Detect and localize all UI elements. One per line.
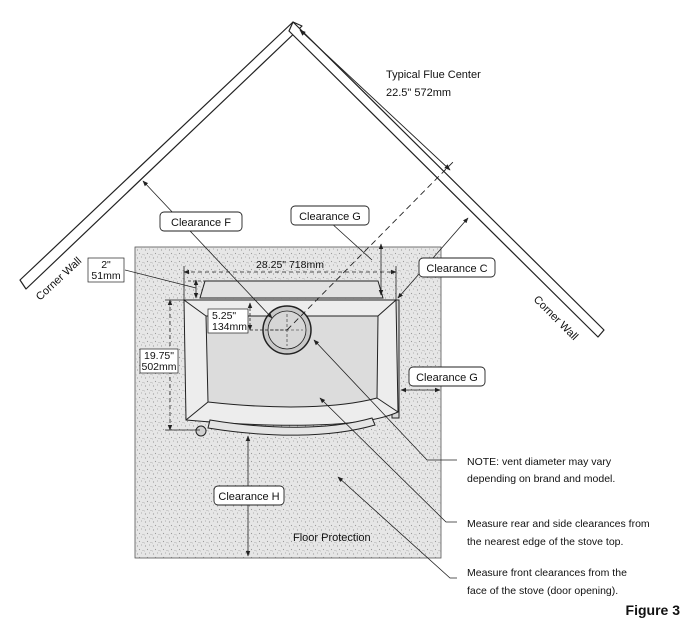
corner-wall-left-shape (19, 21, 303, 290)
flue-center-dim (299, 29, 451, 171)
clearance-g-right-box (408, 366, 486, 387)
stove-top-inner (205, 315, 379, 408)
dim-2-mm: 51mm (91, 270, 120, 282)
note-rear-line2: the nearest edge of the stove top. (467, 536, 623, 548)
figure-label: Figure 3 (626, 602, 681, 618)
note-rear-line1: Measure rear and side clearances from (467, 518, 650, 530)
dim-1975-in: 19.75" (144, 350, 174, 362)
note-vent-line1: NOTE: vent diameter may vary (467, 456, 612, 468)
stove-leg (195, 425, 207, 437)
dim-2-in: 2" (101, 259, 111, 271)
clearance-c-label: Clearance C (426, 263, 487, 275)
clearance-h-box (213, 485, 285, 506)
note-leaders (313, 339, 457, 579)
label-boxes (87, 205, 496, 506)
clearance-f-label: Clearance F (171, 217, 231, 229)
clearance-g-top-box (290, 205, 370, 226)
note-front-line2: face of the stove (door opening). (467, 585, 618, 597)
typical-flue-center-label: Typical Flue Center (386, 69, 481, 81)
stove-rear-top (199, 280, 384, 299)
clearance-g-top-label: Clearance G (299, 211, 361, 223)
dim-1975-box (139, 348, 179, 374)
clearance-h-label: Clearance H (218, 491, 279, 503)
flue-center-dim-label: 22.5" 572mm (386, 87, 451, 99)
stove-front-door (207, 417, 376, 436)
floor-protection-label: Floor Protection (293, 532, 371, 544)
dim-525-box (207, 308, 249, 334)
dim-width-label: 28.25" 718mm (256, 259, 324, 271)
clearance-f-box (159, 211, 243, 232)
dim-525-in: 5.25" (212, 310, 236, 322)
stove (183, 280, 400, 437)
clearance-c-box (418, 257, 496, 278)
dim-525-mm: 134mm (212, 321, 247, 333)
clearance-g-right-label: Clearance G (416, 372, 478, 384)
dim-1975-mm: 502mm (141, 361, 176, 373)
note-vent-line2: depending on brand and model. (467, 473, 615, 485)
note-front-line1: Measure front clearances from the (467, 567, 627, 579)
dim-2-box (87, 257, 125, 283)
